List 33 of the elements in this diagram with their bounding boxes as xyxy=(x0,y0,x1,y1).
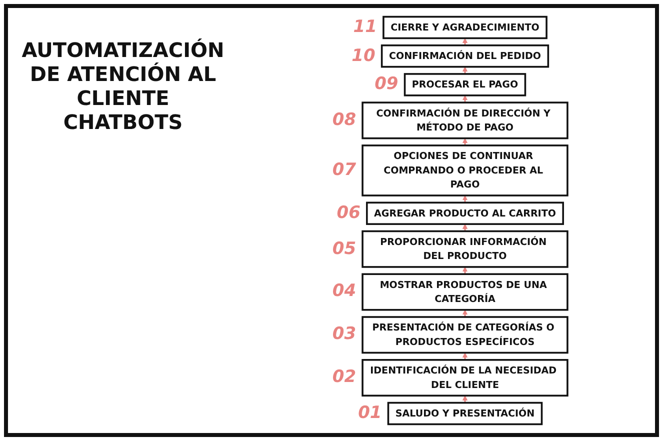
arrow xyxy=(462,138,468,146)
node-box: IDENTIFICACIÓN DE LA NECESIDAD DEL CLIENTE xyxy=(361,359,568,397)
node-box: OPCIONES DE CONTINUAR COMPRANDO O PROCEDER AL PAGO xyxy=(361,144,568,196)
node-box: PROCESAR EL PAGO xyxy=(403,73,526,96)
step-number: 05 xyxy=(332,240,356,258)
node-box: SALUDO Y PRESENTACIÓN xyxy=(386,402,542,426)
step-number: 08 xyxy=(332,112,356,129)
node-box: PROPORCIONAR INFORMACIÓN DEL PRODUCTO xyxy=(361,230,568,268)
step-number: 02 xyxy=(332,369,356,386)
arrow xyxy=(462,266,468,274)
node-box: AGREGAR PRODUCTO AL CARRITO xyxy=(366,202,564,225)
arrow xyxy=(462,224,468,232)
arrow xyxy=(462,66,468,74)
arrow xyxy=(462,38,468,46)
step-number: 09 xyxy=(374,76,398,94)
title: AUTOMATIZACIÓN DE ATENCIÓN AL CLIENTE CHATBOTS xyxy=(20,38,226,134)
step-number: 01 xyxy=(358,405,382,422)
arrow xyxy=(462,395,468,403)
step-number: 04 xyxy=(332,283,356,300)
step-number: 11 xyxy=(353,18,377,36)
node-box: CONFIRMACIÓN DEL PEDIDO xyxy=(380,44,549,68)
node-box: CONFIRMACIÓN DE DIRECCIÓN Y MÉTODO DE PAGO xyxy=(361,102,568,140)
node-box: PRESENTACIÓN DE CATEGORÍAS O PRODUCTOS ESPECÍFICOS xyxy=(361,316,568,354)
arrow xyxy=(462,195,468,203)
node-box: CIERRE Y AGRADECIMIENTO xyxy=(382,16,547,40)
arrow xyxy=(462,95,468,103)
step-number: 07 xyxy=(332,162,356,179)
node-box: MOSTRAR PRODUCTOS DE UNA CATEGORÍA xyxy=(361,273,568,311)
step-number: 10 xyxy=(352,48,376,65)
arrow xyxy=(462,352,468,360)
step-number: 06 xyxy=(336,204,360,222)
arrow xyxy=(462,310,468,318)
step-number: 03 xyxy=(332,326,356,344)
